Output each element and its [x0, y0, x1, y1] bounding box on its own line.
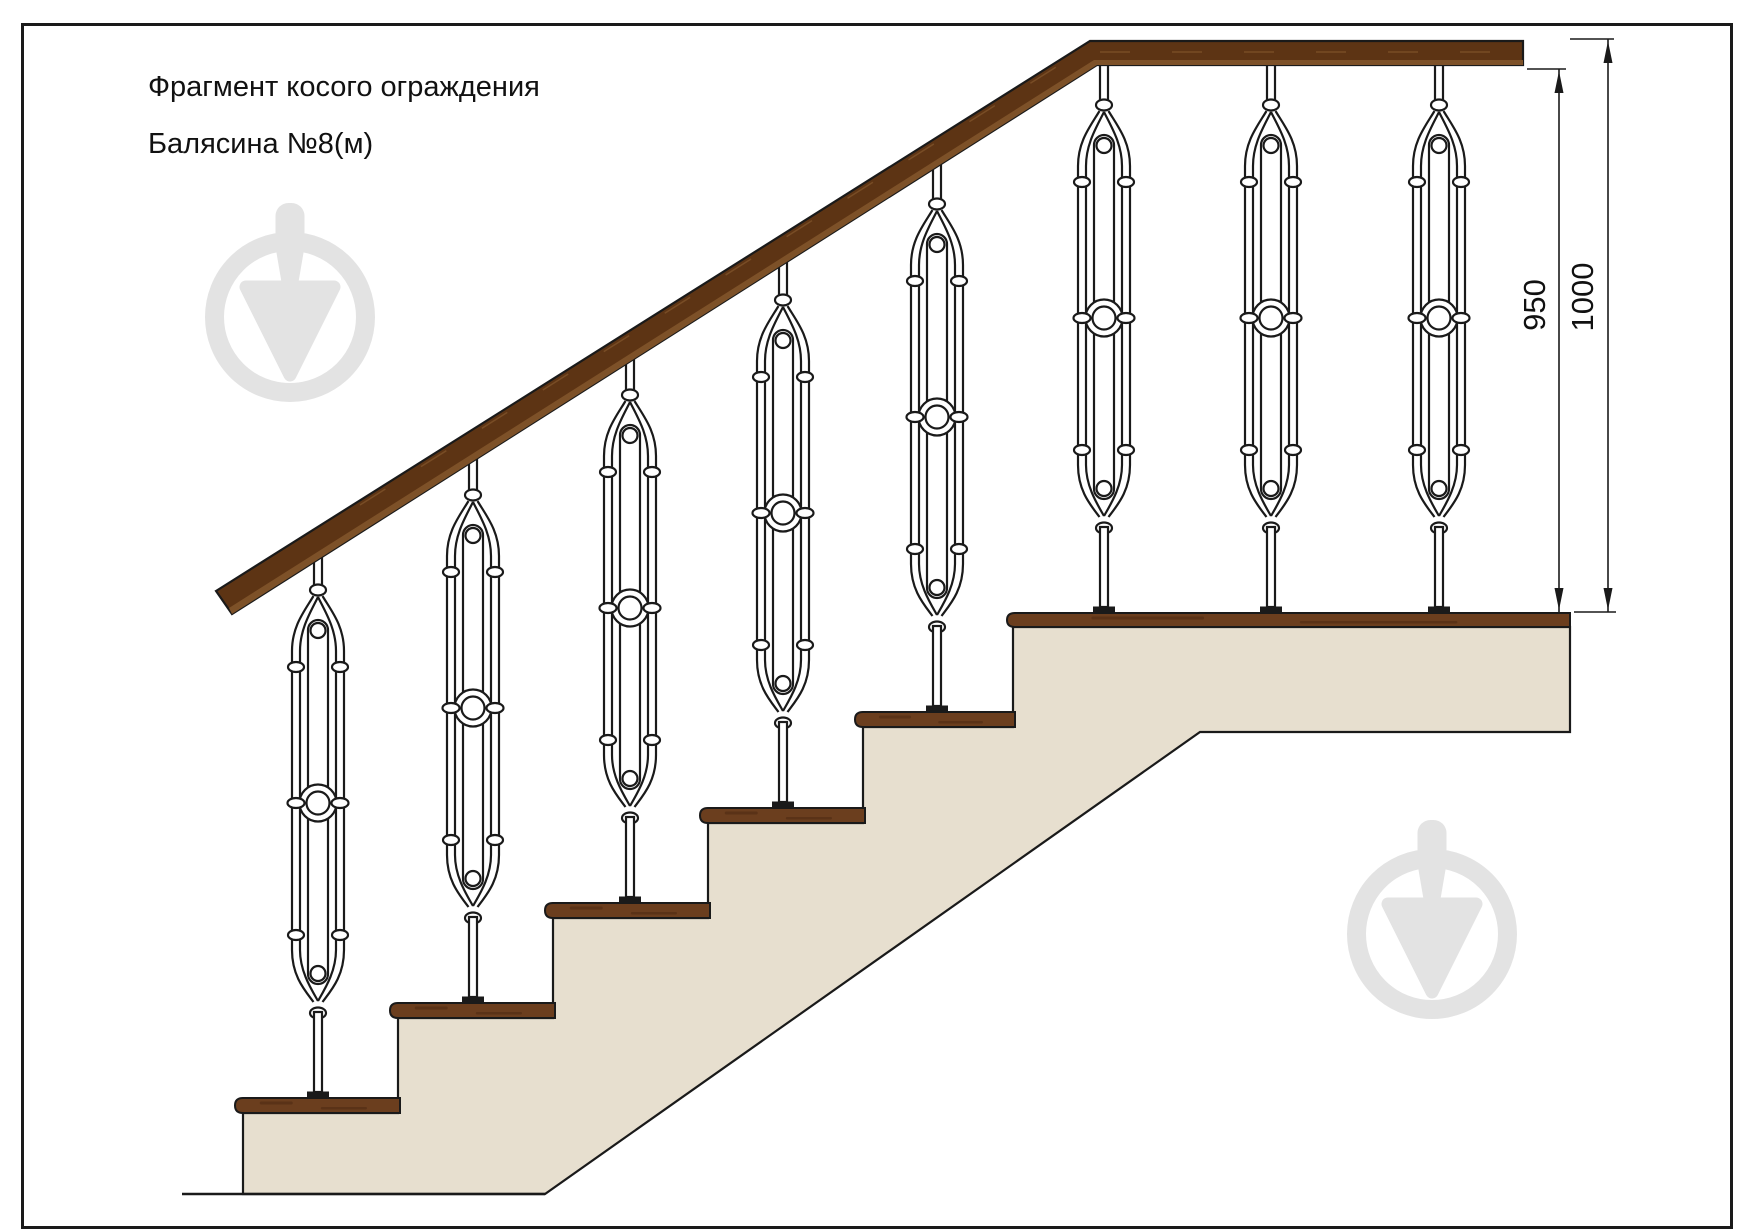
wooden-tread: [853, 711, 1016, 728]
dimension-label-1000: 1000: [1565, 263, 1600, 332]
wooden-tread: [543, 902, 711, 919]
handrail: [214, 39, 1525, 616]
baluster: [598, 333, 662, 905]
wooden-tread: [233, 1097, 401, 1114]
dimension-label-950: 950: [1517, 279, 1552, 331]
baluster: [286, 528, 350, 1100]
tread-layer: [233, 612, 1571, 1114]
trowel-watermark: [1357, 820, 1508, 1010]
handrail-grain-lines: [359, 51, 1510, 506]
baluster: [1407, 43, 1471, 615]
baluster: [905, 142, 969, 714]
handrail-light-edge: [229, 60, 1523, 614]
drawing-title-line2: Балясина №8(м): [148, 128, 373, 160]
wooden-tread: [698, 807, 866, 824]
trowel-watermark: [215, 203, 366, 393]
baluster: [751, 238, 815, 810]
page-border: [21, 23, 1733, 1229]
wooden-tread: [1005, 612, 1571, 628]
handrail-outline: [214, 39, 1525, 616]
baluster: [441, 433, 505, 1005]
baluster: [1072, 43, 1136, 615]
baluster: [1239, 43, 1303, 615]
dimension-layer: [1527, 38, 1616, 613]
drawing-title-line1: Фрагмент косого ограждения: [148, 71, 540, 103]
wooden-tread: [388, 1002, 556, 1019]
